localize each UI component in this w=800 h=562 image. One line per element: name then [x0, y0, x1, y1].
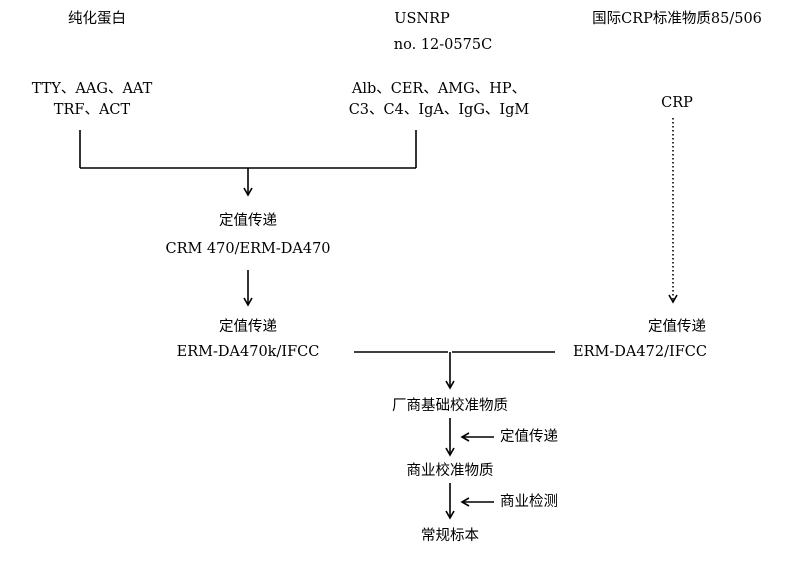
- side-test-label: 商业检测: [500, 494, 558, 510]
- usnrp-analytes-line2: C3、C4、IgA、IgG、IgM: [348, 102, 530, 118]
- transfer-label-1: 定值传递: [219, 213, 277, 229]
- da470k-node: ERM-DA470k/IFCC: [176, 344, 320, 360]
- usnrp-heading: USNRP: [394, 11, 450, 27]
- purified-protein-analytes-line1: TTY、AAG、AAT: [31, 81, 153, 97]
- commercial-calibrator: 商业校准物质: [406, 463, 494, 479]
- usnrp-analytes-line1: Alb、CER、AMG、HP、: [351, 81, 527, 97]
- crp-analyte: CRP: [661, 95, 693, 111]
- usnrp-lot-number: no. 12-0575C: [393, 37, 493, 53]
- crp-standard-heading: 国际CRP标准物质85/506: [592, 11, 762, 27]
- side-transfer-label: 定值传递: [500, 429, 558, 445]
- da472-node: ERM-DA472/IFCC: [573, 344, 707, 360]
- manufacturer-base-calibrator: 厂商基础校准物质: [392, 398, 508, 414]
- purified-protein-heading: 纯化蛋白: [68, 11, 126, 27]
- purified-protein-analytes-line2: TRF、ACT: [53, 102, 131, 118]
- routine-sample: 常规标本: [421, 528, 479, 544]
- crm470-node: CRM 470/ERM-DA470: [165, 241, 331, 257]
- transfer-label-2: 定值传递: [219, 319, 277, 335]
- transfer-label-3: 定值传递: [648, 319, 706, 335]
